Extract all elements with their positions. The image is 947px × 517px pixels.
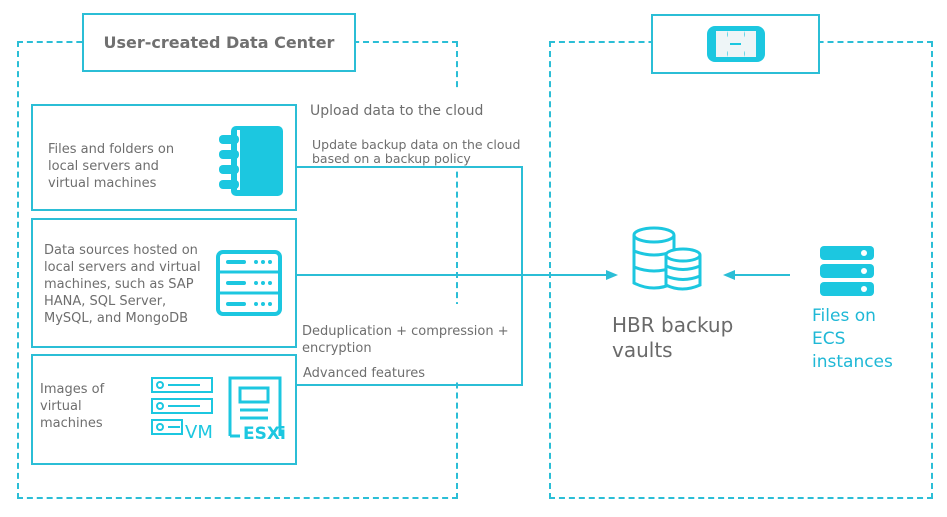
source-label-files: Files and folders on local servers and v… [48, 142, 175, 191]
connector-files [297, 166, 523, 168]
region-gap [452, 90, 462, 170]
source-box-files: Files and folders on local servers and v… [31, 104, 297, 211]
source-box-vm-images: Images of virtual machines VM ESXi [31, 354, 297, 465]
connector-vm-images [297, 384, 523, 386]
source-label-vm-images: Images of virtual machines [40, 382, 105, 431]
server-rack-icon [216, 250, 282, 316]
source-box-databases: Data sources hosted on local servers and… [31, 218, 297, 348]
label-upload: Upload data to the cloud [310, 103, 484, 119]
vault-label: HBR backup vaults [612, 313, 734, 362]
vm-icon [151, 377, 213, 435]
alibaba-cloud-logo-icon [706, 26, 765, 62]
cloud-logo-box [651, 14, 820, 74]
label-update-policy: Update backup data on the cloud based on… [312, 137, 521, 166]
ecs-label: Files on ECS instances [812, 306, 893, 372]
connector-ecs-to-vault [730, 274, 790, 276]
connector-vertical [521, 166, 523, 386]
esxi-icon-label: ESXi [243, 424, 286, 444]
notebook-icon [219, 126, 283, 196]
source-label-databases: Data sources hosted on local servers and… [44, 243, 201, 326]
arrow-head-to-vault-from-ecs [723, 270, 735, 280]
vm-icon-label: VM [185, 422, 213, 443]
database-vault-icon [632, 226, 702, 291]
arrow-head-to-vault [606, 270, 618, 280]
esxi-icon [228, 376, 282, 438]
connector-databases [297, 274, 609, 276]
label-dedup: Deduplication + compression + encryption [302, 324, 509, 356]
region-gap [452, 304, 462, 382]
data-center-title: User-created Data Center [103, 33, 335, 52]
ecs-server-icon [820, 246, 874, 296]
label-advanced: Advanced features [303, 366, 426, 381]
data-center-title-box: User-created Data Center [82, 13, 356, 72]
